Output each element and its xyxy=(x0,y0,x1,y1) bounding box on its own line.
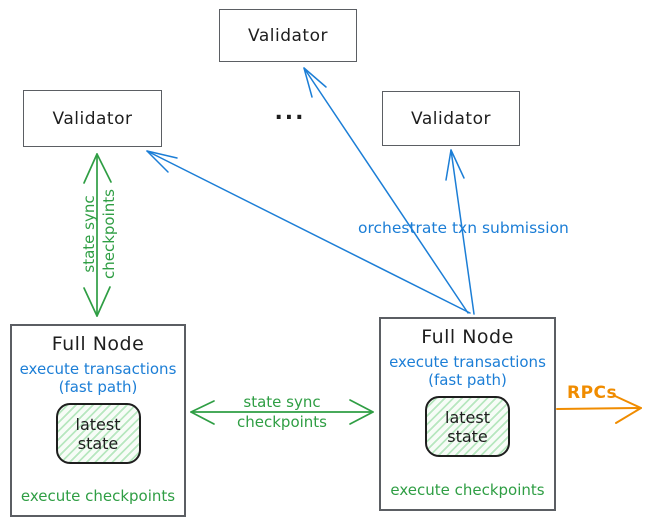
state-sync-line: state sync xyxy=(80,195,98,273)
latest-state-line2: state xyxy=(77,433,119,453)
validator-right-label: Validator xyxy=(411,108,491,129)
state-sync-arrow-horizontal xyxy=(190,399,374,425)
orchestrate-arrow-to-right-validator xyxy=(445,149,475,315)
fast-path-line: (fast path) xyxy=(58,378,138,396)
state-sync-label-vertical: state sync checkpoints xyxy=(79,188,119,280)
exec-transactions-line: execute transactions xyxy=(19,360,177,378)
state-sync-line: state sync xyxy=(243,393,321,411)
state-sync-arrow-vertical xyxy=(83,153,112,317)
checkpoints-line: checkpoints xyxy=(100,189,118,279)
validators-ellipsis: ... xyxy=(274,100,306,125)
validator-box-middle: Validator xyxy=(219,9,357,62)
exec-transactions-line: execute transactions xyxy=(389,353,546,371)
checkpoints-line: checkpoints xyxy=(237,413,327,431)
full-node-right-title: Full Node xyxy=(421,326,514,348)
latest-state-line2: state xyxy=(447,426,488,446)
full-node-left-exec-label: execute transactions (fast path) xyxy=(20,360,177,396)
orchestrate-txn-submission-label: orchestrate txn submission xyxy=(358,219,569,237)
validator-box-right: Validator xyxy=(382,91,520,146)
latest-state-line1: latest xyxy=(445,407,490,427)
rpcs-label: RPCs xyxy=(567,383,618,403)
latest-state-box-right: latest state xyxy=(425,396,510,457)
full-node-left-checkpoints-label: execute checkpoints xyxy=(20,487,176,505)
fast-path-line: (fast path) xyxy=(428,371,507,389)
full-node-right-exec-label: execute transactions (fast path) xyxy=(389,353,546,389)
orchestrate-arrow-to-left-validator xyxy=(146,150,471,314)
full-node-left-title: Full Node xyxy=(51,333,145,355)
full-node-box-left: Full Node execute transactions (fast pat… xyxy=(10,324,186,517)
orchestrate-arrow-to-middle-validator xyxy=(303,67,469,314)
state-sync-label-horizontal: state sync checkpoints xyxy=(227,392,337,432)
validator-left-label: Validator xyxy=(52,108,133,129)
full-node-right-checkpoints-label: execute checkpoints xyxy=(390,481,545,499)
validator-middle-label: Validator xyxy=(248,25,328,46)
rpcs-arrow xyxy=(556,395,642,424)
latest-state-line1: latest xyxy=(75,414,121,434)
full-node-box-right: Full Node execute transactions (fast pat… xyxy=(379,317,556,511)
latest-state-box-left: latest state xyxy=(55,403,141,464)
validator-box-left: Validator xyxy=(23,90,162,147)
